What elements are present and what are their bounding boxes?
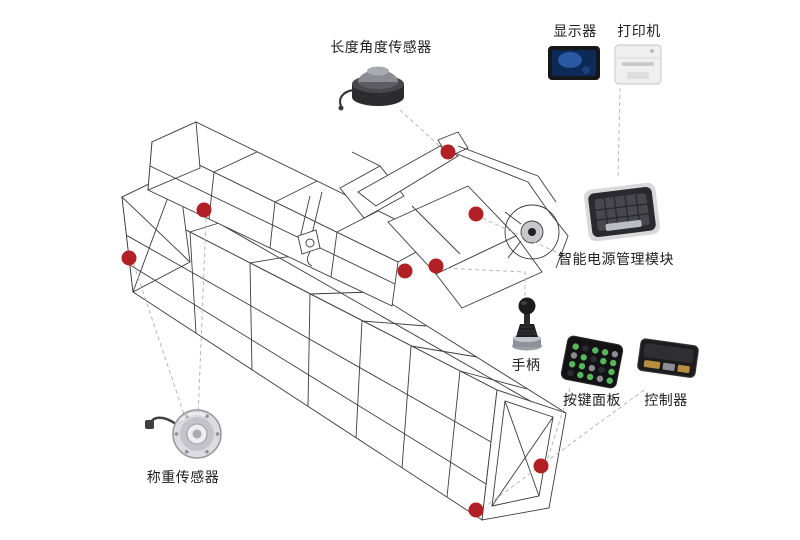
- load-cell-image: [145, 409, 222, 459]
- connector-keypad: [545, 387, 571, 465]
- label-display: 显示器: [553, 23, 597, 39]
- keypad-image: [560, 335, 624, 389]
- marker-load-cell-boom: [196, 202, 212, 218]
- handle-image: [512, 297, 542, 351]
- sensor-markers: [121, 144, 549, 518]
- label-handle: 手柄: [511, 357, 541, 373]
- label-controller: 控制器: [644, 392, 688, 408]
- connector-length-angle-sensor: [399, 109, 445, 151]
- marker-length-angle-sensor: [440, 144, 456, 160]
- connector-controller: [485, 389, 645, 507]
- crane-wireframe: [120, 121, 569, 521]
- label-keypad: 按键面板: [563, 392, 621, 408]
- power-module-image: [584, 182, 660, 242]
- label-printer: 打印机: [617, 23, 661, 39]
- controller-image: [637, 338, 699, 378]
- marker-handle: [428, 258, 444, 274]
- label-load-cell: 称重传感器: [146, 469, 220, 485]
- label-power-module: 智能电源管理模块: [558, 251, 674, 267]
- crane-superstructure: [297, 131, 569, 309]
- callout-connectors: [132, 87, 645, 507]
- marker-load-cell-left: [121, 250, 137, 266]
- marker-power-module: [468, 206, 484, 222]
- label-length-angle-sensor: 长度角度传感器: [330, 39, 432, 55]
- marker-structure-left: [397, 263, 413, 279]
- marker-keypad: [533, 458, 549, 474]
- connector-load-cell-boom: [197, 217, 207, 419]
- connector-handle: [441, 267, 526, 296]
- connector-printer-module: [617, 87, 621, 179]
- length-angle-sensor-image: [338, 66, 404, 111]
- display-image: [548, 46, 600, 80]
- marker-controller: [468, 502, 484, 518]
- printer-image: [614, 44, 662, 85]
